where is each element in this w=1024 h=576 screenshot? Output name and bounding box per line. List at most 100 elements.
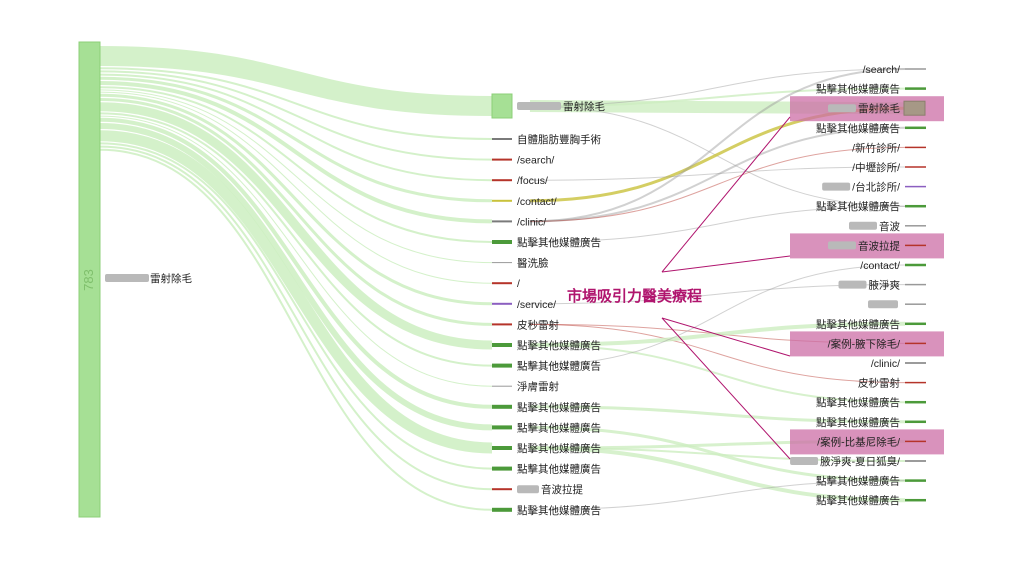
blurred-brand-text xyxy=(105,274,149,282)
flow-link-left-5 xyxy=(99,81,493,224)
middle-node-7[interactable]: 醫洗臉 xyxy=(492,257,549,270)
middle-node-3[interactable]: /focus/ xyxy=(492,175,548,187)
middle-node-15[interactable]: 點擊其他媒體廣告 xyxy=(492,421,601,434)
right-node-13[interactable]: 點擊其他媒體廣告 xyxy=(816,318,926,331)
blurred-brand-text xyxy=(828,104,856,113)
right-node-box xyxy=(903,100,926,116)
right-node-label: 點擊其他媒體廣告 xyxy=(816,475,900,488)
middle-node-16[interactable]: 點擊其他媒體廣告 xyxy=(492,442,601,455)
middle-node-bar xyxy=(492,240,512,244)
right-node-bar xyxy=(905,381,926,384)
right-node-22[interactable]: 點擊其他媒體廣告 xyxy=(816,494,926,507)
flow-link-right-21 xyxy=(529,166,906,181)
middle-node-label: /service/ xyxy=(517,299,556,311)
middle-node-2[interactable]: /search/ xyxy=(492,155,554,167)
right-node-6[interactable]: /台北診所/ xyxy=(822,181,926,194)
source-label: 雷射除毛 xyxy=(150,272,192,285)
middle-node-11[interactable]: 點擊其他媒體廣告 xyxy=(492,339,601,352)
middle-node-1[interactable]: 自體脂肪豐胸手術 xyxy=(492,133,601,146)
right-node-label: 點擊其他媒體廣告 xyxy=(816,494,900,507)
middle-node-12[interactable]: 點擊其他媒體廣告 xyxy=(492,360,601,373)
flow-link-right-11 xyxy=(529,344,906,404)
middle-node-6[interactable]: 點擊其他媒體廣告 xyxy=(492,236,601,249)
right-node-7[interactable]: 點擊其他媒體廣告 xyxy=(816,200,926,213)
right-node-3[interactable]: 點擊其他媒體廣告 xyxy=(816,122,926,135)
middle-node-bar xyxy=(492,138,512,140)
middle-node-13[interactable]: 淨膚雷射 xyxy=(492,380,559,393)
right-node-21[interactable]: 點擊其他媒體廣告 xyxy=(816,475,926,488)
right-node-19[interactable]: /案例-比基尼除毛/ xyxy=(817,435,926,448)
middle-node-19[interactable]: 點擊其他媒體廣告 xyxy=(492,504,601,517)
right-node-label: 皮秒雷射 xyxy=(858,377,900,390)
right-node-18[interactable]: 點擊其他媒體廣告 xyxy=(816,416,926,429)
middle-node-label: /contact/ xyxy=(517,196,557,208)
right-node-label: /中壢診所/ xyxy=(852,161,900,174)
right-node-label: 點擊其他媒體廣告 xyxy=(816,396,900,409)
middle-node-label: 音波拉提 xyxy=(541,483,583,496)
right-node-10[interactable]: /contact/ xyxy=(860,260,926,272)
middle-node-label: 點擊其他媒體廣告 xyxy=(517,360,601,373)
right-node-17[interactable]: 點擊其他媒體廣告 xyxy=(816,396,926,409)
middle-node-8[interactable]: / xyxy=(492,278,520,290)
right-node-bar xyxy=(905,204,926,208)
annotation-lines xyxy=(661,116,791,460)
flow-link-left-13 xyxy=(99,115,493,387)
middle-node-label: /search/ xyxy=(517,155,554,167)
middle-node-bar xyxy=(492,343,512,347)
flow-link-left-3 xyxy=(99,73,493,182)
flow-link-right-16 xyxy=(529,447,906,462)
right-node-bar xyxy=(905,322,926,326)
flow-link-right-15 xyxy=(529,446,906,503)
right-node-15[interactable]: /clinic/ xyxy=(871,358,926,370)
right-node-20[interactable]: 腋淨爽-夏日狐臭/ xyxy=(790,455,926,468)
middle-node-14[interactable]: 點擊其他媒體廣告 xyxy=(492,401,601,414)
flow-link-left-8 xyxy=(99,91,493,284)
blurred-brand-text xyxy=(517,102,561,110)
flow-link-right-12 xyxy=(529,405,906,424)
right-node-5[interactable]: /中壢診所/ xyxy=(852,161,926,174)
right-node-label: 音波拉提 xyxy=(858,239,900,252)
source-count: 783 xyxy=(81,269,96,291)
middle-node-17[interactable]: 點擊其他媒體廣告 xyxy=(492,463,601,476)
right-node-11[interactable]: 腋淨爽 xyxy=(838,279,927,292)
middle-node-label: /focus/ xyxy=(517,175,548,187)
middle-node-label: 雷射除毛 xyxy=(563,100,605,113)
flow-link-right-17 xyxy=(529,480,906,511)
blurred-brand-text xyxy=(822,182,851,191)
right-node-9[interactable]: 音波拉提 xyxy=(828,239,926,252)
blurred-brand-text xyxy=(838,280,867,289)
flow-link-left-4 xyxy=(99,76,493,203)
right-node-bar xyxy=(905,126,926,130)
right-node-14[interactable]: /案例-腋下除毛/ xyxy=(828,337,926,350)
flow-link-right-6 xyxy=(529,126,906,223)
flow-link-left-12 xyxy=(99,112,493,367)
middle-node-0[interactable]: 雷射除毛 xyxy=(491,93,605,119)
right-node-16[interactable]: 皮秒雷射 xyxy=(858,377,926,390)
middle-node-bar xyxy=(492,262,512,264)
middle-node-bar xyxy=(492,425,512,430)
right-node-0[interactable]: /search/ xyxy=(863,64,926,76)
middle-node-bar xyxy=(492,220,512,223)
right-node-label: /新竹診所/ xyxy=(852,141,900,154)
middle-node-5[interactable]: /clinic/ xyxy=(492,216,546,228)
middle-node-label: 點擊其他媒體廣告 xyxy=(517,463,601,476)
right-node-1[interactable]: 點擊其他媒體廣告 xyxy=(816,83,926,96)
flow-link-left-0 xyxy=(99,46,493,116)
right-node-4[interactable]: /新竹診所/ xyxy=(852,141,926,154)
right-node-bar xyxy=(905,303,926,305)
source-node[interactable] xyxy=(78,41,101,518)
middle-node-4[interactable]: /contact/ xyxy=(492,196,557,208)
right-node-label: /clinic/ xyxy=(871,358,900,370)
middle-node-label: 點擊其他媒體廣告 xyxy=(517,236,601,249)
middle-node-bar xyxy=(492,446,512,450)
right-node-8[interactable]: 音波 xyxy=(849,220,926,233)
middle-node-18[interactable]: 音波拉提 xyxy=(492,483,583,496)
flow-link-left-15 xyxy=(99,123,493,431)
right-node-2[interactable]: 雷射除毛 xyxy=(828,100,926,116)
right-node-bar xyxy=(905,146,926,149)
right-node-label: 腋淨爽-夏日狐臭/ xyxy=(820,455,900,468)
middle-node-10[interactable]: 皮秒雷射 xyxy=(492,318,559,331)
middle-node-9[interactable]: /service/ xyxy=(492,299,556,311)
right-node-12[interactable] xyxy=(868,300,926,309)
